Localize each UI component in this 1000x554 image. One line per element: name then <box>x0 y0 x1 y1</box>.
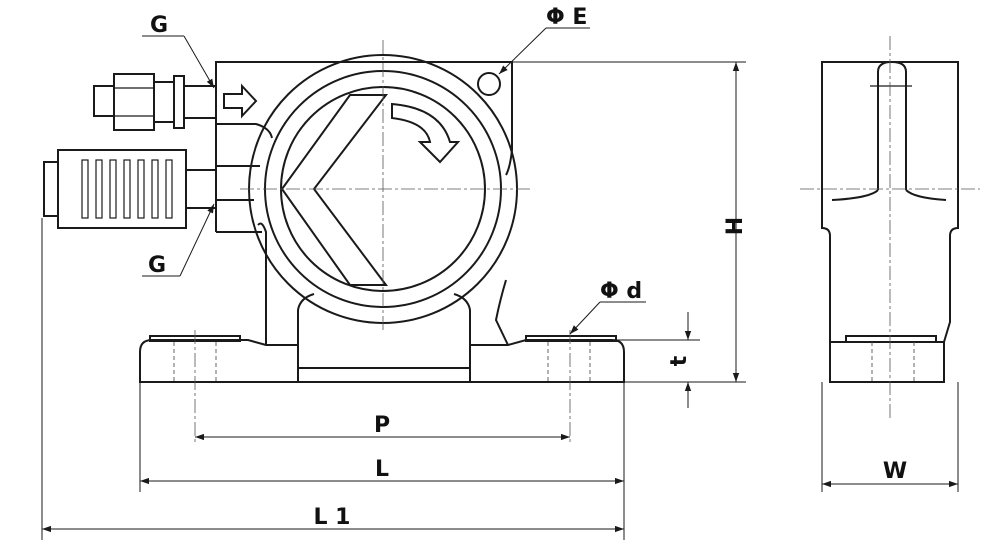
housing-top <box>215 61 513 232</box>
leg-right <box>494 279 509 346</box>
label-t: t <box>667 355 692 366</box>
side-view <box>800 36 980 420</box>
rotation-arrow-icon <box>391 102 461 164</box>
label-w: W <box>883 459 907 484</box>
side-outline <box>821 61 959 383</box>
label-l1: L 1 <box>314 505 351 530</box>
silencer <box>43 149 216 229</box>
label-phi-e: Φ E <box>546 5 587 30</box>
label-p: P <box>374 413 390 438</box>
base-plate-right <box>469 339 625 383</box>
label-h: H <box>723 217 748 235</box>
front-view <box>43 40 625 445</box>
upper-fitting <box>93 73 216 131</box>
label-l: L <box>375 457 389 482</box>
base-plate <box>139 339 299 383</box>
leg-left-inner <box>297 293 315 345</box>
label-g-bottom: G <box>148 253 166 278</box>
base-recess <box>297 367 471 382</box>
leg-right-inner <box>453 293 471 345</box>
side-slot <box>877 60 907 190</box>
label-phi-d: Φ d <box>600 279 642 304</box>
leg-left <box>257 222 267 345</box>
label-g-top: G <box>150 13 168 38</box>
chevron-mark <box>280 94 389 286</box>
mount-hole <box>477 72 501 96</box>
bolt-pad-right <box>525 335 617 342</box>
flow-arrow-icon <box>223 83 258 119</box>
